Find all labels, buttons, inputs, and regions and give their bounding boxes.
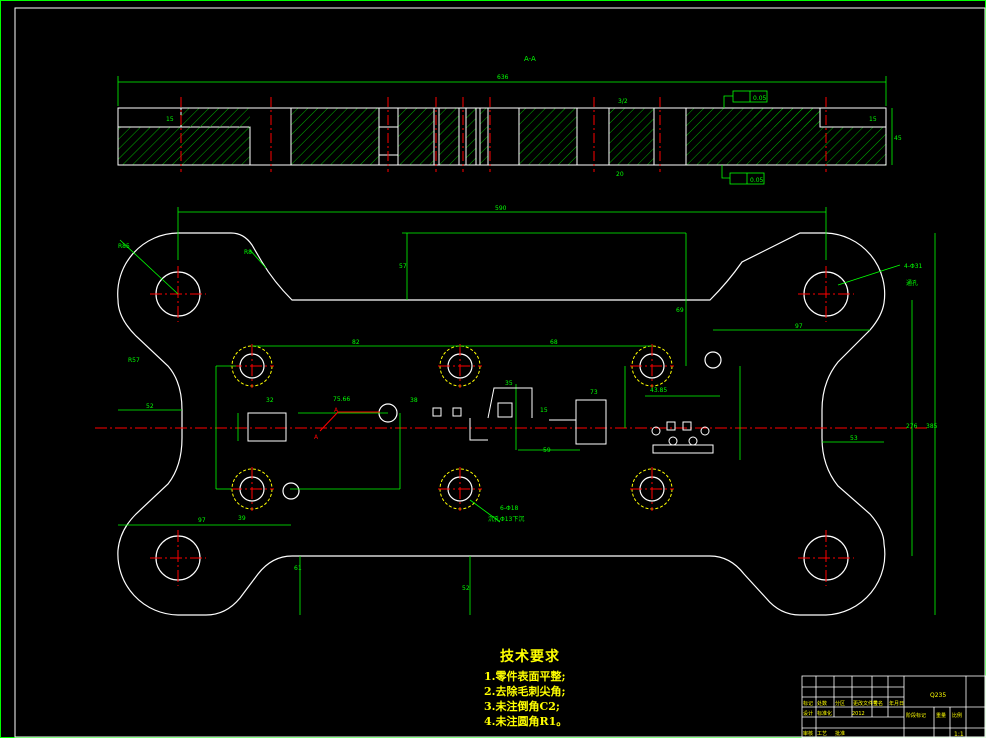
dim-43-85: 43.85 xyxy=(650,387,667,394)
title-block xyxy=(801,675,986,738)
small-hole-a xyxy=(282,482,300,500)
section-length-label: 636 xyxy=(497,74,509,81)
section-hatch-1 xyxy=(117,126,251,166)
plate-outline xyxy=(117,232,886,616)
punch-block-left xyxy=(247,412,287,442)
dim-corner-label-right: 4-Φ31 xyxy=(904,263,923,270)
dim-32: 32 xyxy=(266,397,274,404)
dim-38: 38 xyxy=(410,397,418,404)
section-hatch-9 xyxy=(438,107,460,166)
tech-req-item-3: 3.未注倒角C2; xyxy=(484,700,560,713)
section-hatch-5 xyxy=(608,107,655,166)
plan-view: 590 R85 R8 57 4-Φ31 通孔 R57 82 68 97 52 5… xyxy=(95,205,938,616)
dim-left-edge-52: 52 xyxy=(146,403,154,410)
section-step-left: 15 xyxy=(166,116,174,123)
dim-hole-callout: 6-Φ18 xyxy=(500,505,519,512)
tech-req-item-1: 1.零件表面平整; xyxy=(484,670,566,683)
title-label-6: 设计 xyxy=(803,710,813,717)
dim-top-notch: R8 xyxy=(244,249,252,256)
section-outline xyxy=(117,107,887,166)
dim-left-radius: R85 xyxy=(118,243,130,250)
section-hatch-8 xyxy=(754,108,820,127)
punch-block-mid xyxy=(575,399,607,445)
title-date: 2012 xyxy=(852,711,865,717)
dim-horiz-68: 68 xyxy=(550,339,558,346)
section-small-label: 20 xyxy=(616,171,624,178)
dim-vertical-69-top: 69 xyxy=(676,307,684,314)
section-hatch-11 xyxy=(479,107,489,166)
dim-75-66: 75.66 xyxy=(333,396,350,403)
title-label-9: 重量 xyxy=(936,712,946,719)
section-slot-label: 3/2 xyxy=(618,98,628,105)
section-hatch-3 xyxy=(397,107,435,166)
title-material: Q235 xyxy=(930,692,946,699)
dim-hole-callout-sub: 沉孔Φ13下沉 xyxy=(488,515,524,523)
dim-39: 39 xyxy=(238,515,246,522)
title-label-3: 更改文件号 xyxy=(853,700,878,707)
dim-horiz-97: 97 xyxy=(795,323,803,330)
section-hatch-4 xyxy=(518,107,578,166)
title-label-2: 分区 xyxy=(835,700,845,707)
dim-horiz-82: 82 xyxy=(352,339,360,346)
flatness-top-value: 0.05 xyxy=(753,95,767,102)
inner-frame xyxy=(14,7,986,738)
title-label-1: 处数 xyxy=(817,700,827,707)
title-label-12: 工艺 xyxy=(817,731,827,737)
dim-59: 59 xyxy=(543,447,551,454)
dim-bottom-left-97: 97 xyxy=(198,517,206,524)
title-label-11: 审核 xyxy=(803,730,813,737)
title-label-0: 标记 xyxy=(803,700,813,707)
section-thickness-label: 45 xyxy=(894,135,902,142)
flatness-bottom-value: 0.05 xyxy=(750,177,764,184)
dim-15: 15 xyxy=(540,407,548,414)
tech-req-item-4: 4.未注圆角R1。 xyxy=(484,715,568,728)
dim-top-slot-depth: 57 xyxy=(399,263,407,270)
dim-35: 35 xyxy=(505,380,513,387)
technical-requirements: 技术要求 1.零件表面平整; 2.去除毛刺尖角; 3.未注倒角C2; 4.未注圆… xyxy=(484,646,567,729)
section-mark-right: A xyxy=(334,407,339,414)
dim-vertical-61-bottom: 61 xyxy=(294,565,302,572)
section-hatch-2 xyxy=(290,107,380,166)
dim-right-edge-53: 53 xyxy=(850,435,858,442)
section-title: A-A xyxy=(524,55,536,63)
dim-73: 73 xyxy=(590,389,598,396)
title-label-13: 批准 xyxy=(835,730,845,737)
section-step-right: 15 xyxy=(869,116,877,123)
dim-mid-left-radius: R57 xyxy=(128,357,140,364)
dim-top-span: 590 xyxy=(495,205,507,212)
title-label-8: 阶段标记 xyxy=(906,712,926,719)
tech-req-item-2: 2.去除毛刺尖角; xyxy=(484,685,566,698)
section-view: A-A 636 xyxy=(117,55,902,185)
title-label-7: 标准化 xyxy=(817,710,832,717)
title-label-10: 比例 xyxy=(952,712,962,719)
cut-line-a xyxy=(319,411,339,432)
title-label-5: 年月日 xyxy=(889,700,904,707)
section-hatch-7 xyxy=(181,108,250,127)
dim-overall-height-a: 276 xyxy=(906,423,918,430)
tech-req-heading: 技术要求 xyxy=(500,649,560,665)
section-hatch-10 xyxy=(465,107,477,166)
title-scale: 1:1 xyxy=(954,731,964,738)
small-hole-c xyxy=(704,351,722,369)
dim-overall-height-b: 385 xyxy=(926,423,938,430)
title-label-4: 签名 xyxy=(873,700,883,707)
dim-vertical-52-bottom: 52 xyxy=(462,585,470,592)
section-mark-left: A xyxy=(314,434,319,441)
dim-corner-label-right-sub: 通孔 xyxy=(906,279,918,287)
